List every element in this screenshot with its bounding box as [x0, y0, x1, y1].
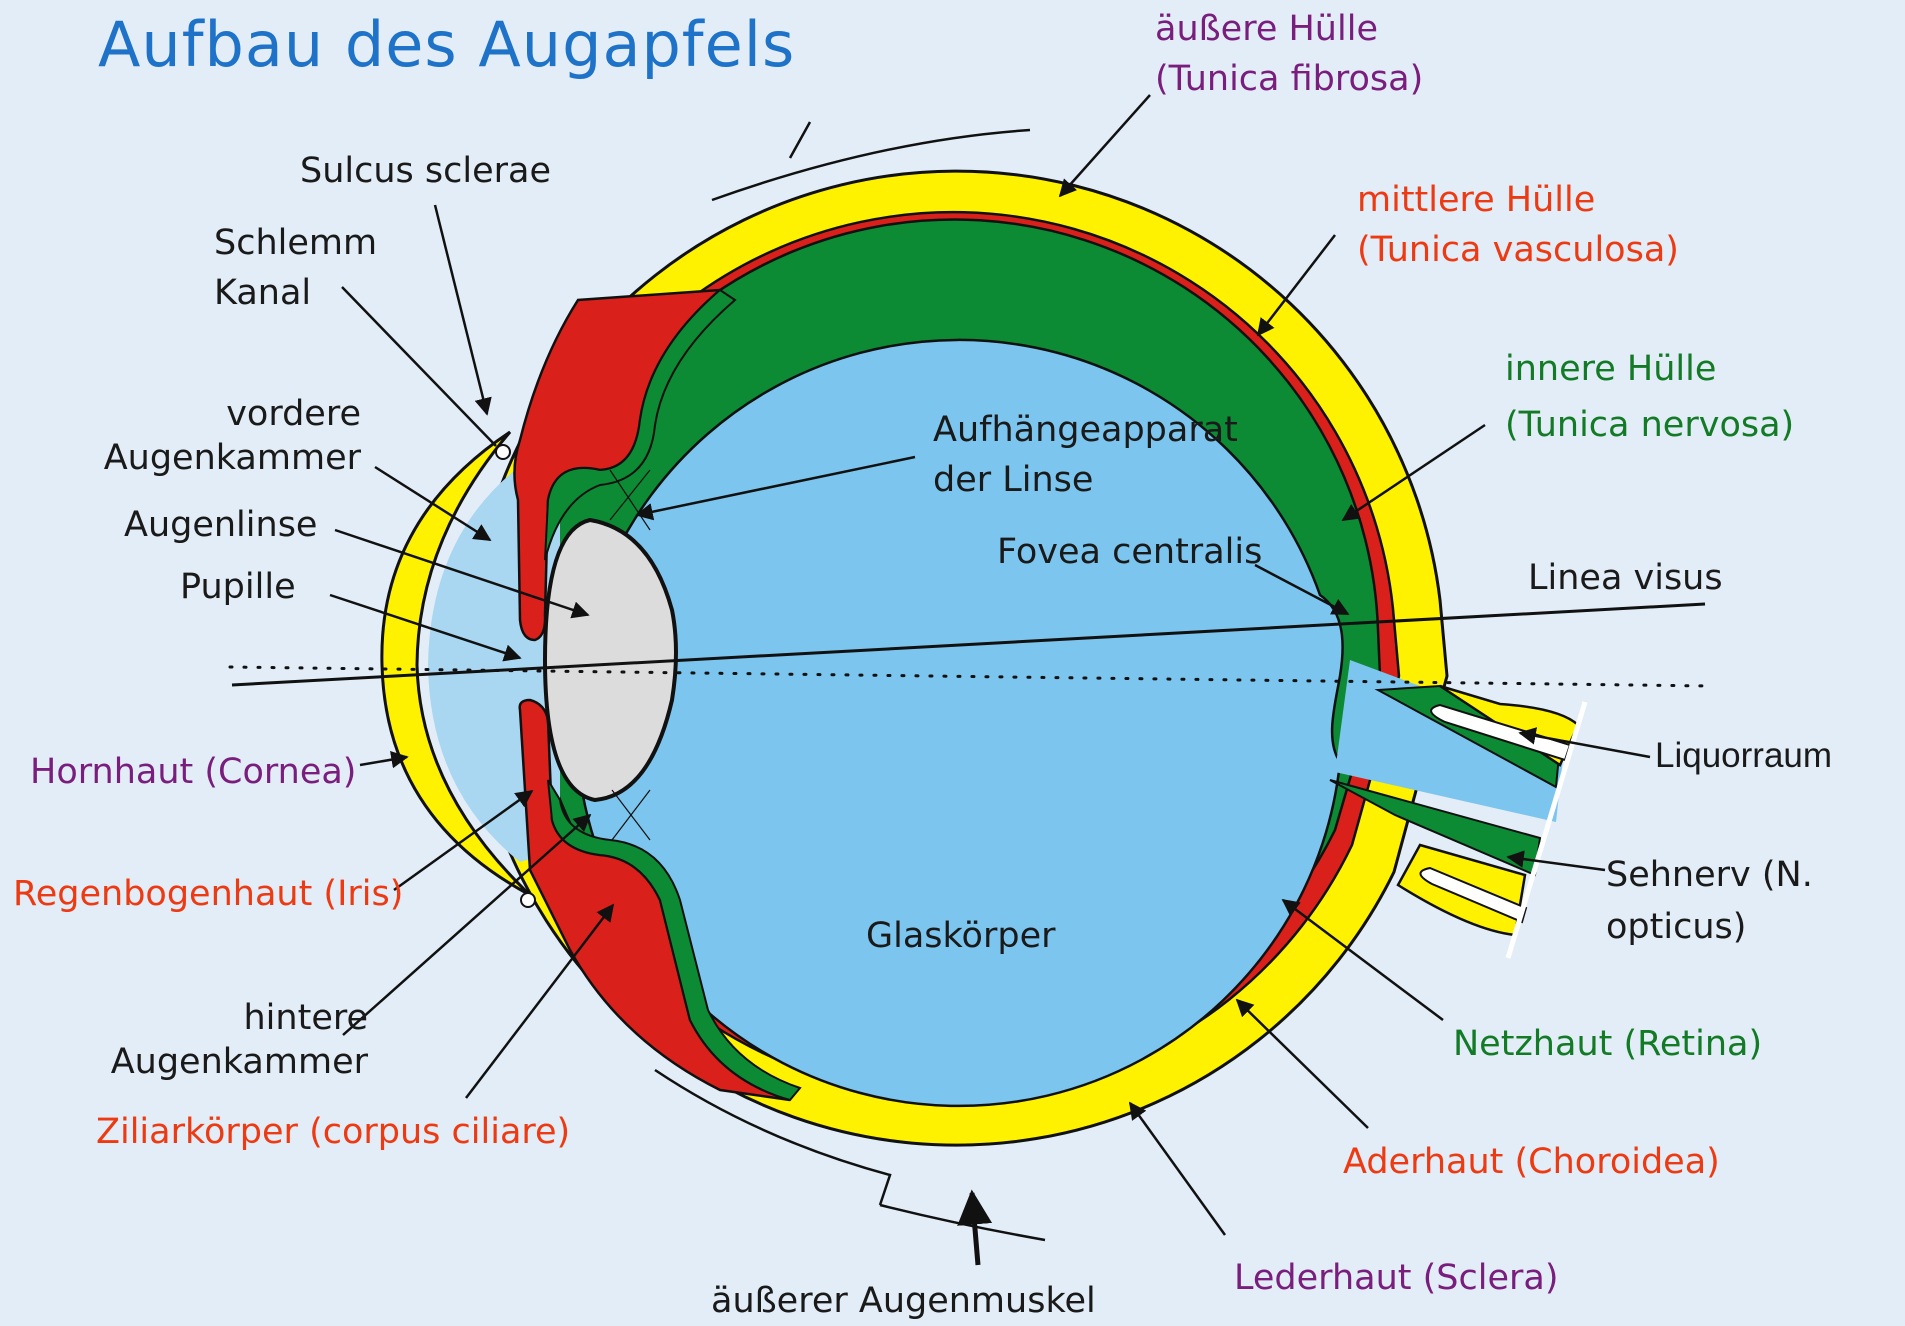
- label-tunica-vasculosa: mittlere Hülle (Tunica vasculosa): [1357, 175, 1679, 275]
- label-schlemm-kanal: Schlemm Kanal: [214, 218, 377, 318]
- label-liquorraum: Liquorraum: [1655, 731, 1832, 781]
- label-vordere-augenkammer: vordere Augenkammer: [104, 392, 361, 480]
- label-line: Aufhängeapparat: [933, 405, 1238, 455]
- label-line: Augenkammer: [111, 1040, 368, 1084]
- label-line: Augenkammer: [104, 436, 361, 480]
- label-line: (Tunica fibrosa): [1155, 54, 1423, 104]
- label-augenmuskel: äußerer Augenmuskel: [711, 1276, 1096, 1326]
- leader-sulcus-sclerae: [435, 205, 487, 414]
- label-tunica-fibrosa: äußere Hülle (Tunica fibrosa): [1155, 4, 1423, 104]
- diagram-title: Aufbau des Augapfels: [98, 8, 795, 81]
- leader-aderhaut: [1237, 1000, 1368, 1128]
- label-line: (Tunica vasculosa): [1357, 225, 1679, 275]
- label-regenbogenhaut: Regenbogenhaut (Iris): [13, 869, 403, 919]
- schlemm-canal-upper: [496, 445, 510, 459]
- label-line: (Tunica nervosa): [1505, 400, 1794, 450]
- label-sehnerv: Sehnerv (N. opticus): [1606, 849, 1813, 953]
- label-line: Sehnerv (N.: [1606, 849, 1813, 901]
- label-line: äußere Hülle: [1155, 4, 1423, 54]
- label-augenlinse: Augenlinse: [124, 500, 317, 550]
- label-pupille: Pupille: [180, 562, 296, 612]
- label-ziliarkoerper: Ziliarkörper (corpus ciliare): [96, 1107, 570, 1157]
- schlemm-canal-lower: [521, 893, 535, 907]
- label-hintere-augenkammer: hintere Augenkammer: [111, 996, 368, 1084]
- label-linea-visus: Linea visus: [1528, 553, 1723, 603]
- label-line: vordere: [104, 392, 361, 436]
- leader-augenmuskel: [972, 1193, 978, 1265]
- label-line: Schlemm: [214, 218, 377, 268]
- label-sulcus-sclerae: Sulcus sclerae: [300, 146, 551, 196]
- label-line: hintere: [111, 996, 368, 1040]
- label-line: der Linse: [933, 455, 1238, 505]
- label-fovea-centralis: Fovea centralis: [997, 527, 1262, 577]
- label-netzhaut: Netzhaut (Retina): [1453, 1019, 1762, 1069]
- label-tunica-nervosa: innere Hülle (Tunica nervosa): [1505, 344, 1794, 450]
- leader-lederhaut: [1130, 1103, 1225, 1235]
- label-aderhaut: Aderhaut (Choroidea): [1343, 1137, 1720, 1187]
- label-glaskoerper: Glaskörper: [866, 911, 1056, 961]
- label-lederhaut: Lederhaut (Sclera): [1234, 1253, 1558, 1303]
- label-line: Kanal: [214, 268, 377, 318]
- label-line: opticus): [1606, 901, 1813, 953]
- leader-ziliarkoerper: [466, 905, 613, 1098]
- label-line: innere Hülle: [1505, 344, 1794, 394]
- leader-tunica-fibrosa: [1060, 95, 1150, 196]
- label-aufhaengeapparat: Aufhängeapparat der Linse: [933, 405, 1238, 505]
- label-hornhaut: Hornhaut (Cornea): [30, 747, 356, 797]
- label-line: mittlere Hülle: [1357, 175, 1679, 225]
